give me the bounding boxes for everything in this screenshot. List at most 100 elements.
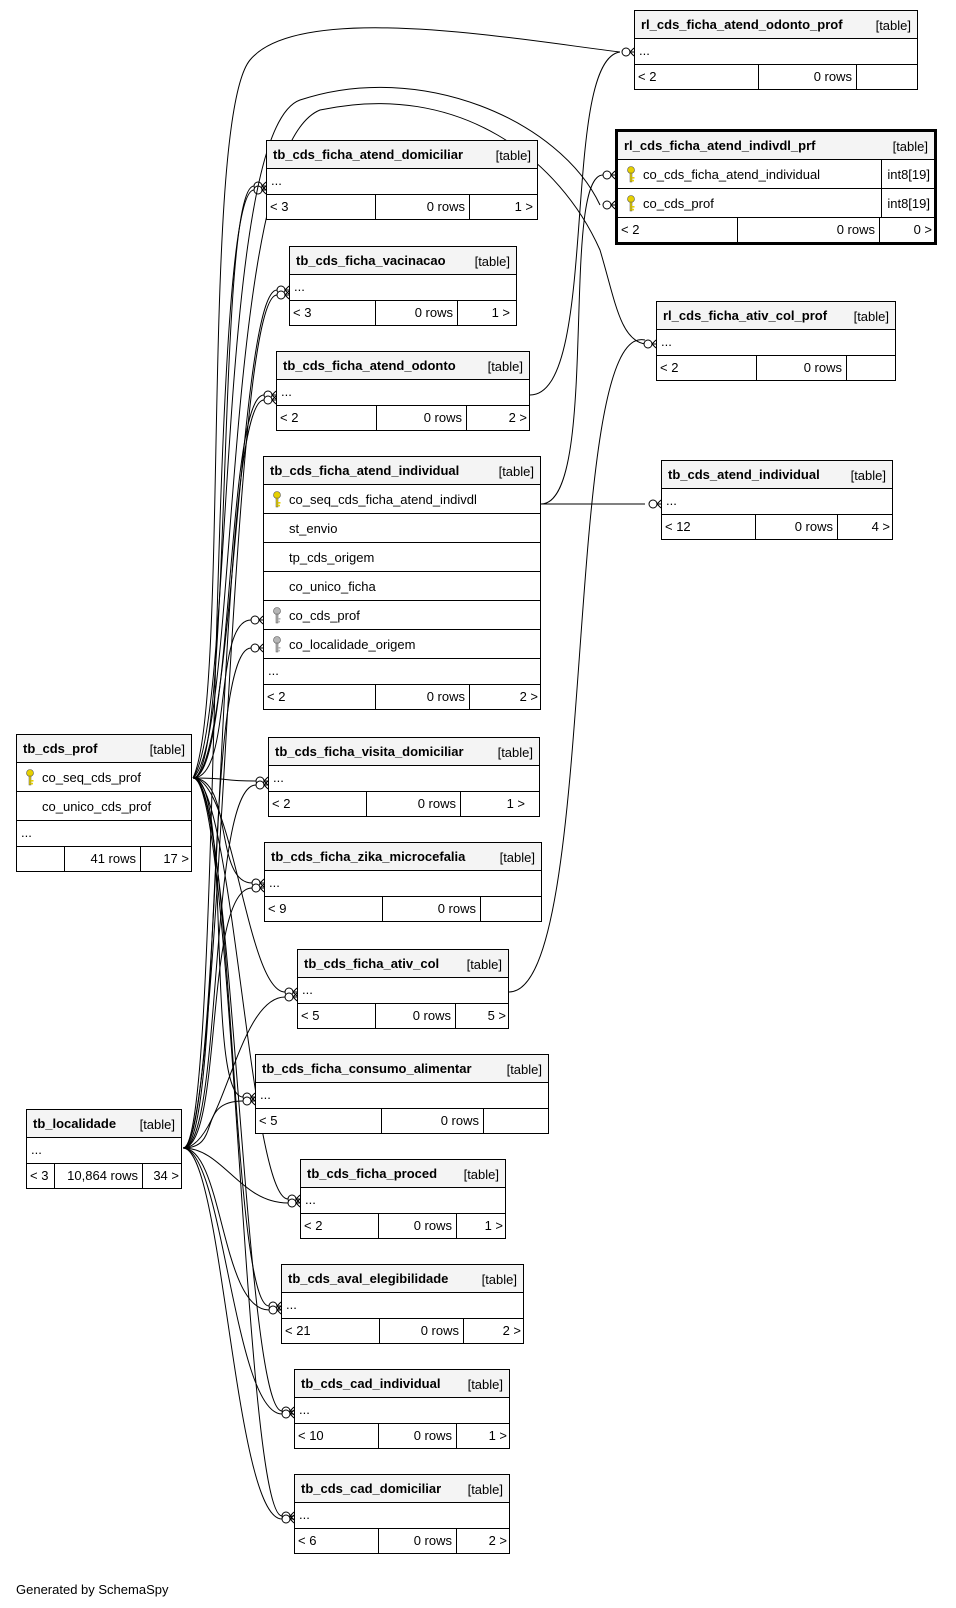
row-count-cell: 0 rows [738, 218, 880, 242]
relationship-line [192, 777, 289, 1200]
ellipsis: ... [302, 982, 313, 997]
parent-count-cell: < 12 [662, 515, 756, 539]
optional-marker [251, 883, 261, 893]
column-row[interactable]: co_cds_prof [264, 601, 540, 630]
column-divider [881, 189, 882, 217]
relationship-line [508, 339, 646, 993]
column-row[interactable]: tp_cds_origem [264, 543, 540, 572]
table-name[interactable]: rl_cds_ficha_atend_indivdl_prf [624, 138, 816, 153]
table-type-tag: [table] [466, 957, 502, 972]
table-name[interactable]: tb_cds_ficha_atend_odonto [283, 358, 456, 373]
column-row[interactable]: co_seq_cds_prof [17, 763, 191, 792]
table-header[interactable]: tb_cds_ficha_atend_domiciliar[table] [267, 141, 537, 169]
table-header[interactable]: tb_cds_aval_elegibilidade[table] [282, 1265, 523, 1293]
table-header[interactable]: tb_cds_ficha_zika_microcefalia[table] [265, 843, 541, 871]
table-header[interactable]: tb_cds_ficha_atend_odonto[table] [277, 352, 529, 380]
table-rl-cds-ficha-atend-indivdl-prf[interactable]: rl_cds_ficha_atend_indivdl_prf[table]co_… [615, 129, 937, 245]
table-tb-cds-ficha-atend-individual[interactable]: tb_cds_ficha_atend_individual[table]co_s… [263, 456, 541, 710]
optional-marker [643, 339, 653, 349]
table-header[interactable]: tb_cds_ficha_atend_individual[table] [264, 457, 540, 485]
table-header[interactable]: tb_cds_ficha_ativ_col [table] [298, 950, 508, 978]
table-rl-cds-ficha-atend-odonto-prof[interactable]: rl_cds_ficha_atend_odonto_prof[table]...… [634, 10, 918, 90]
column-row[interactable]: co_seq_cds_ficha_atend_indivdl [264, 485, 540, 514]
parent-count: < 3 [270, 199, 289, 214]
column-name: tp_cds_origem [289, 550, 375, 565]
column-name: co_localidade_origem [289, 637, 416, 652]
table-name[interactable]: tb_cds_ficha_vacinacao [296, 253, 446, 268]
table-name[interactable]: tb_localidade [33, 1116, 117, 1131]
table-name[interactable]: rl_cds_ficha_atend_odonto_prof [641, 17, 843, 32]
child-count: 1 > [514, 199, 533, 214]
more-columns-row: ... [301, 1188, 505, 1214]
table-name[interactable]: tb_cds_ficha_atend_individual [270, 463, 460, 478]
table-name[interactable]: tb_cds_ficha_proced [307, 1166, 438, 1181]
column-row[interactable]: co_unico_cds_prof [17, 792, 191, 821]
table-header[interactable]: tb_cds_cad_domiciliar[table] [295, 1475, 509, 1503]
column-row[interactable]: co_localidade_origem [264, 630, 540, 659]
table-name[interactable]: tb_cds_aval_elegibilidade [288, 1271, 449, 1286]
table-tb-cds-ficha-consumo-alimentar[interactable]: tb_cds_ficha_consumo_alimentar[table]...… [255, 1054, 549, 1134]
column-row[interactable]: st_envio [264, 514, 540, 543]
table-header[interactable]: tb_cds_prof[table] [17, 735, 191, 763]
row-count-cell: 0 rows [376, 685, 470, 709]
table-name[interactable]: tb_cds_ficha_ativ_col [304, 956, 440, 971]
column-row[interactable]: co_unico_ficha [264, 572, 540, 601]
table-header[interactable]: tb_localidade[table] [27, 1110, 181, 1138]
ellipsis: ... [294, 279, 305, 294]
table-header[interactable]: rl_cds_ficha_ativ_col_prof [table] [657, 302, 895, 330]
table-header[interactable]: tb_cds_atend_individual[table] [662, 461, 892, 489]
row-count: 0 rows [423, 410, 462, 425]
parent-count-cell: < 10 [295, 1424, 379, 1448]
table-name[interactable]: tb_cds_ficha_atend_domiciliar [273, 147, 464, 162]
table-name[interactable]: tb_cds_ficha_visita_domiciliar [275, 744, 464, 759]
parent-count: < 10 [298, 1428, 324, 1443]
table-header[interactable]: tb_cds_ficha_visita_domiciliar[table] [269, 738, 539, 766]
table-name[interactable]: tb_cds_atend_individual [668, 467, 820, 482]
table-header[interactable]: rl_cds_ficha_atend_odonto_prof[table] [635, 11, 917, 39]
table-header[interactable]: tb_cds_ficha_proced[table] [301, 1160, 505, 1188]
table-tb-cds-ficha-visita-domiciliar[interactable]: tb_cds_ficha_visita_domiciliar[table]...… [268, 737, 540, 817]
table-tb-cds-ficha-zika-microcefalia[interactable]: tb_cds_ficha_zika_microcefalia[table]...… [264, 842, 542, 922]
table-header[interactable]: tb_cds_ficha_vacinacao[table] [290, 247, 516, 275]
table-header[interactable]: tb_cds_ficha_consumo_alimentar[table] [256, 1055, 548, 1083]
table-name[interactable]: tb_cds_ficha_consumo_alimentar [262, 1061, 472, 1076]
table-tb-cds-ficha-atend-domiciliar[interactable]: tb_cds_ficha_atend_domiciliar[table]... <… [266, 140, 538, 220]
table-header[interactable]: tb_cds_cad_individual [table] [295, 1370, 509, 1398]
table-type-tag: [table] [853, 309, 889, 324]
parent-count-cell: < 2 [657, 356, 757, 380]
child-count: 1 > [491, 305, 510, 320]
table-name[interactable]: tb_cds_cad_individual [301, 1376, 441, 1391]
table-name[interactable]: tb_cds_ficha_zika_microcefalia [271, 849, 466, 864]
row-count: 0 rows [420, 1323, 459, 1338]
more-columns-row: ... [298, 978, 508, 1004]
table-name[interactable]: rl_cds_ficha_ativ_col_prof [663, 308, 828, 323]
table-type-tag: [table] [467, 1377, 503, 1392]
relationship-line [192, 777, 283, 1517]
table-name[interactable]: tb_cds_cad_domiciliar [301, 1481, 442, 1496]
ellipsis: ... [305, 1192, 316, 1207]
table-name[interactable]: tb_cds_prof [23, 741, 98, 756]
table-header[interactable]: rl_cds_ficha_atend_indivdl_prf[table] [618, 132, 934, 160]
more-columns-row: ... [267, 169, 537, 195]
optional-marker [268, 1305, 278, 1315]
crows-foot-marker [289, 1514, 295, 1524]
parent-count-cell: < 2 [301, 1214, 379, 1238]
relationship-line [182, 189, 255, 1149]
parent-count: < 2 [304, 1218, 323, 1233]
relationship-line [182, 1147, 270, 1311]
child-count-cell: 1 > [461, 792, 529, 816]
